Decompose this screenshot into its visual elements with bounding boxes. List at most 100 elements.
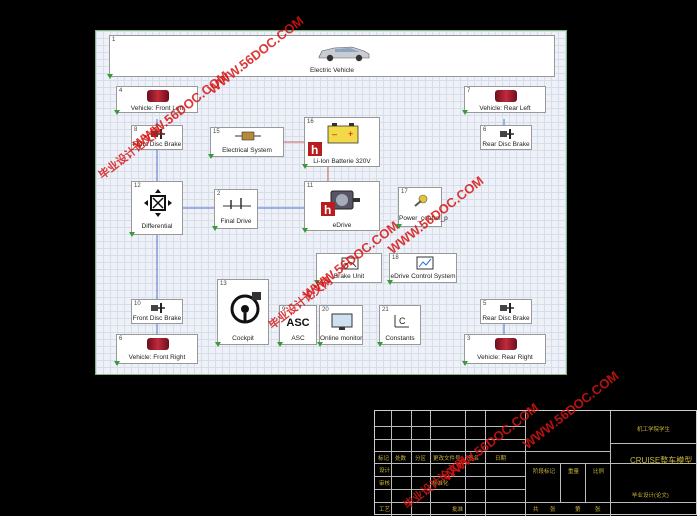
port-icon	[462, 110, 468, 115]
title-block-cell: 工艺	[379, 507, 391, 513]
block-label: Electrical System	[222, 147, 272, 154]
monitor-icon	[331, 313, 353, 330]
block-final-drive[interactable]: 2 Final Drive	[212, 189, 258, 231]
title-block-cell: 张	[550, 507, 556, 513]
title-block-cell: 签名	[468, 456, 480, 462]
port-icon	[215, 342, 221, 347]
block-online-monitor[interactable]: 20 Online monitor	[317, 305, 363, 347]
title-block-cell: 共	[533, 507, 539, 513]
svg-text:h: h	[324, 203, 331, 216]
block-battery[interactable]: 16 – + h Li-Ion Batterie 320V	[302, 117, 380, 169]
block-electric-vehicle[interactable]: 1 Electric Vehicle	[107, 35, 555, 79]
disc-brake-icon	[151, 129, 165, 139]
block-label: Electric Vehicle	[309, 67, 355, 74]
block-label: ASC	[291, 335, 305, 342]
port-icon	[377, 342, 383, 347]
title-block-cell: 处数	[395, 456, 407, 462]
port-icon	[114, 110, 120, 115]
title-block: 标记 处数 分区 更改文件号 签名 日期 设计 审核 工艺 标准化 批准 阶段标…	[374, 410, 697, 516]
disc-brake-icon	[151, 303, 165, 313]
port-icon	[302, 228, 308, 233]
block-rear-disc-brake-top[interactable]: 6 Rear Disc Brake	[480, 125, 532, 150]
block-label: Power_control_p	[399, 215, 448, 222]
model-canvas[interactable]: 1 Electric Vehicle 4 Vehicle: Front Left…	[95, 30, 567, 375]
block-vehicle-rear-left[interactable]: 7 Vehicle: Rear Left	[462, 86, 546, 115]
svg-text:+: +	[348, 129, 353, 139]
connection-wires	[156, 119, 505, 334]
port-icon	[314, 280, 320, 285]
block-label: Front Disc Brake	[132, 315, 182, 322]
svg-text:C: C	[399, 316, 406, 326]
title-block-cell: 设计	[379, 468, 391, 474]
svg-text:h: h	[311, 143, 318, 156]
block-cockpit[interactable]: 13 Cockpit	[215, 279, 269, 347]
h-marker-icon: h	[308, 142, 322, 156]
block-vehicle-rear-right[interactable]: 3 Vehicle: Rear Right	[462, 334, 546, 366]
gear-pair-icon	[223, 198, 251, 209]
steering-wheel-icon	[230, 292, 261, 324]
block-label: Online monitor	[320, 335, 363, 342]
block-front-disc-brake-bottom[interactable]: 10 Front Disc Brake	[131, 299, 183, 324]
title-block-cell: 标记	[378, 456, 390, 462]
block-edrive[interactable]: 11 h eDrive	[302, 181, 380, 233]
wrench-icon	[414, 194, 428, 207]
block-label: Rear Disc Brake	[482, 141, 530, 148]
wheel-icon	[495, 90, 517, 102]
port-icon	[114, 361, 120, 366]
constant-icon: C	[394, 315, 409, 328]
block-rear-disc-brake-bottom[interactable]: 5 Rear Disc Brake	[480, 299, 532, 324]
block-label: eDrive Control System	[390, 273, 456, 280]
title-block-cell: 批准	[452, 507, 464, 513]
port-icon	[129, 232, 135, 237]
title-block-cell: 分区	[415, 456, 427, 462]
title-block-school: 机工学院学生	[637, 427, 671, 433]
block-vehicle-front-right[interactable]: 6 Vehicle: Front Right	[114, 334, 198, 366]
block-label: Vehicle: Front Right	[128, 354, 186, 361]
block-label: Final Drive	[220, 218, 252, 225]
disc-brake-icon	[500, 129, 514, 139]
block-label: Vehicle: Front Left	[130, 105, 184, 112]
block-constants[interactable]: 21 C Constants	[377, 305, 421, 347]
wheel-icon	[495, 338, 517, 350]
title-block-cell: 更改文件号	[433, 456, 461, 462]
port-icon	[396, 224, 402, 229]
port-icon	[387, 280, 393, 285]
block-label: Li-Ion Batterie 320V	[313, 158, 371, 165]
h-marker-icon: h	[321, 202, 335, 216]
block-label: Vehicle: Rear Right	[477, 354, 533, 361]
title-block-subtitle: 毕业设计(论文)	[632, 493, 669, 499]
title-block-cell: 日期	[495, 456, 507, 462]
wheel-icon	[147, 338, 169, 350]
port-icon	[302, 164, 308, 169]
block-label: Front Disc Brake	[132, 141, 182, 148]
block-label: Differential	[141, 223, 173, 230]
block-edrive-control-system[interactable]: 18 eDrive Control System	[387, 253, 457, 285]
port-icon	[212, 226, 218, 231]
controller-chart-icon	[416, 256, 434, 270]
title-block-cell: 第	[575, 507, 581, 513]
block-label: Rear Disc Brake	[482, 315, 530, 322]
battery-icon: – +	[327, 123, 359, 144]
title-block-drawing-title: CRUISE整车模型	[630, 456, 693, 465]
port-icon	[462, 361, 468, 366]
port-icon	[277, 342, 283, 347]
port-icon	[317, 342, 323, 347]
title-block-cell: 审核	[379, 481, 391, 487]
car-icon	[318, 46, 370, 62]
block-brake-unit[interactable]: Brake Unit	[314, 253, 382, 285]
title-block-cell: 重量	[568, 469, 580, 475]
block-front-disc-brake-top[interactable]: 8 Front Disc Brake	[131, 125, 183, 150]
title-block-cell: 比例	[593, 469, 605, 475]
block-asc[interactable]: 9 ASC ASC	[277, 305, 317, 347]
block-vehicle-front-left[interactable]: 4 Vehicle: Front Left	[114, 86, 198, 115]
svg-text:–: –	[332, 129, 337, 139]
block-electrical-system[interactable]: 15 Electrical System	[208, 127, 284, 159]
block-power-control[interactable]: 17 Power_control_p	[396, 187, 448, 229]
block-label: Cockpit	[232, 335, 254, 342]
title-block-cell: 阶段标记	[533, 469, 556, 475]
title-block-cell: 张	[595, 507, 601, 513]
motor-icon	[330, 190, 360, 210]
block-differential[interactable]: 12 Differential	[129, 181, 183, 237]
wheel-icon	[147, 90, 169, 102]
asc-icon: ASC	[286, 317, 310, 329]
